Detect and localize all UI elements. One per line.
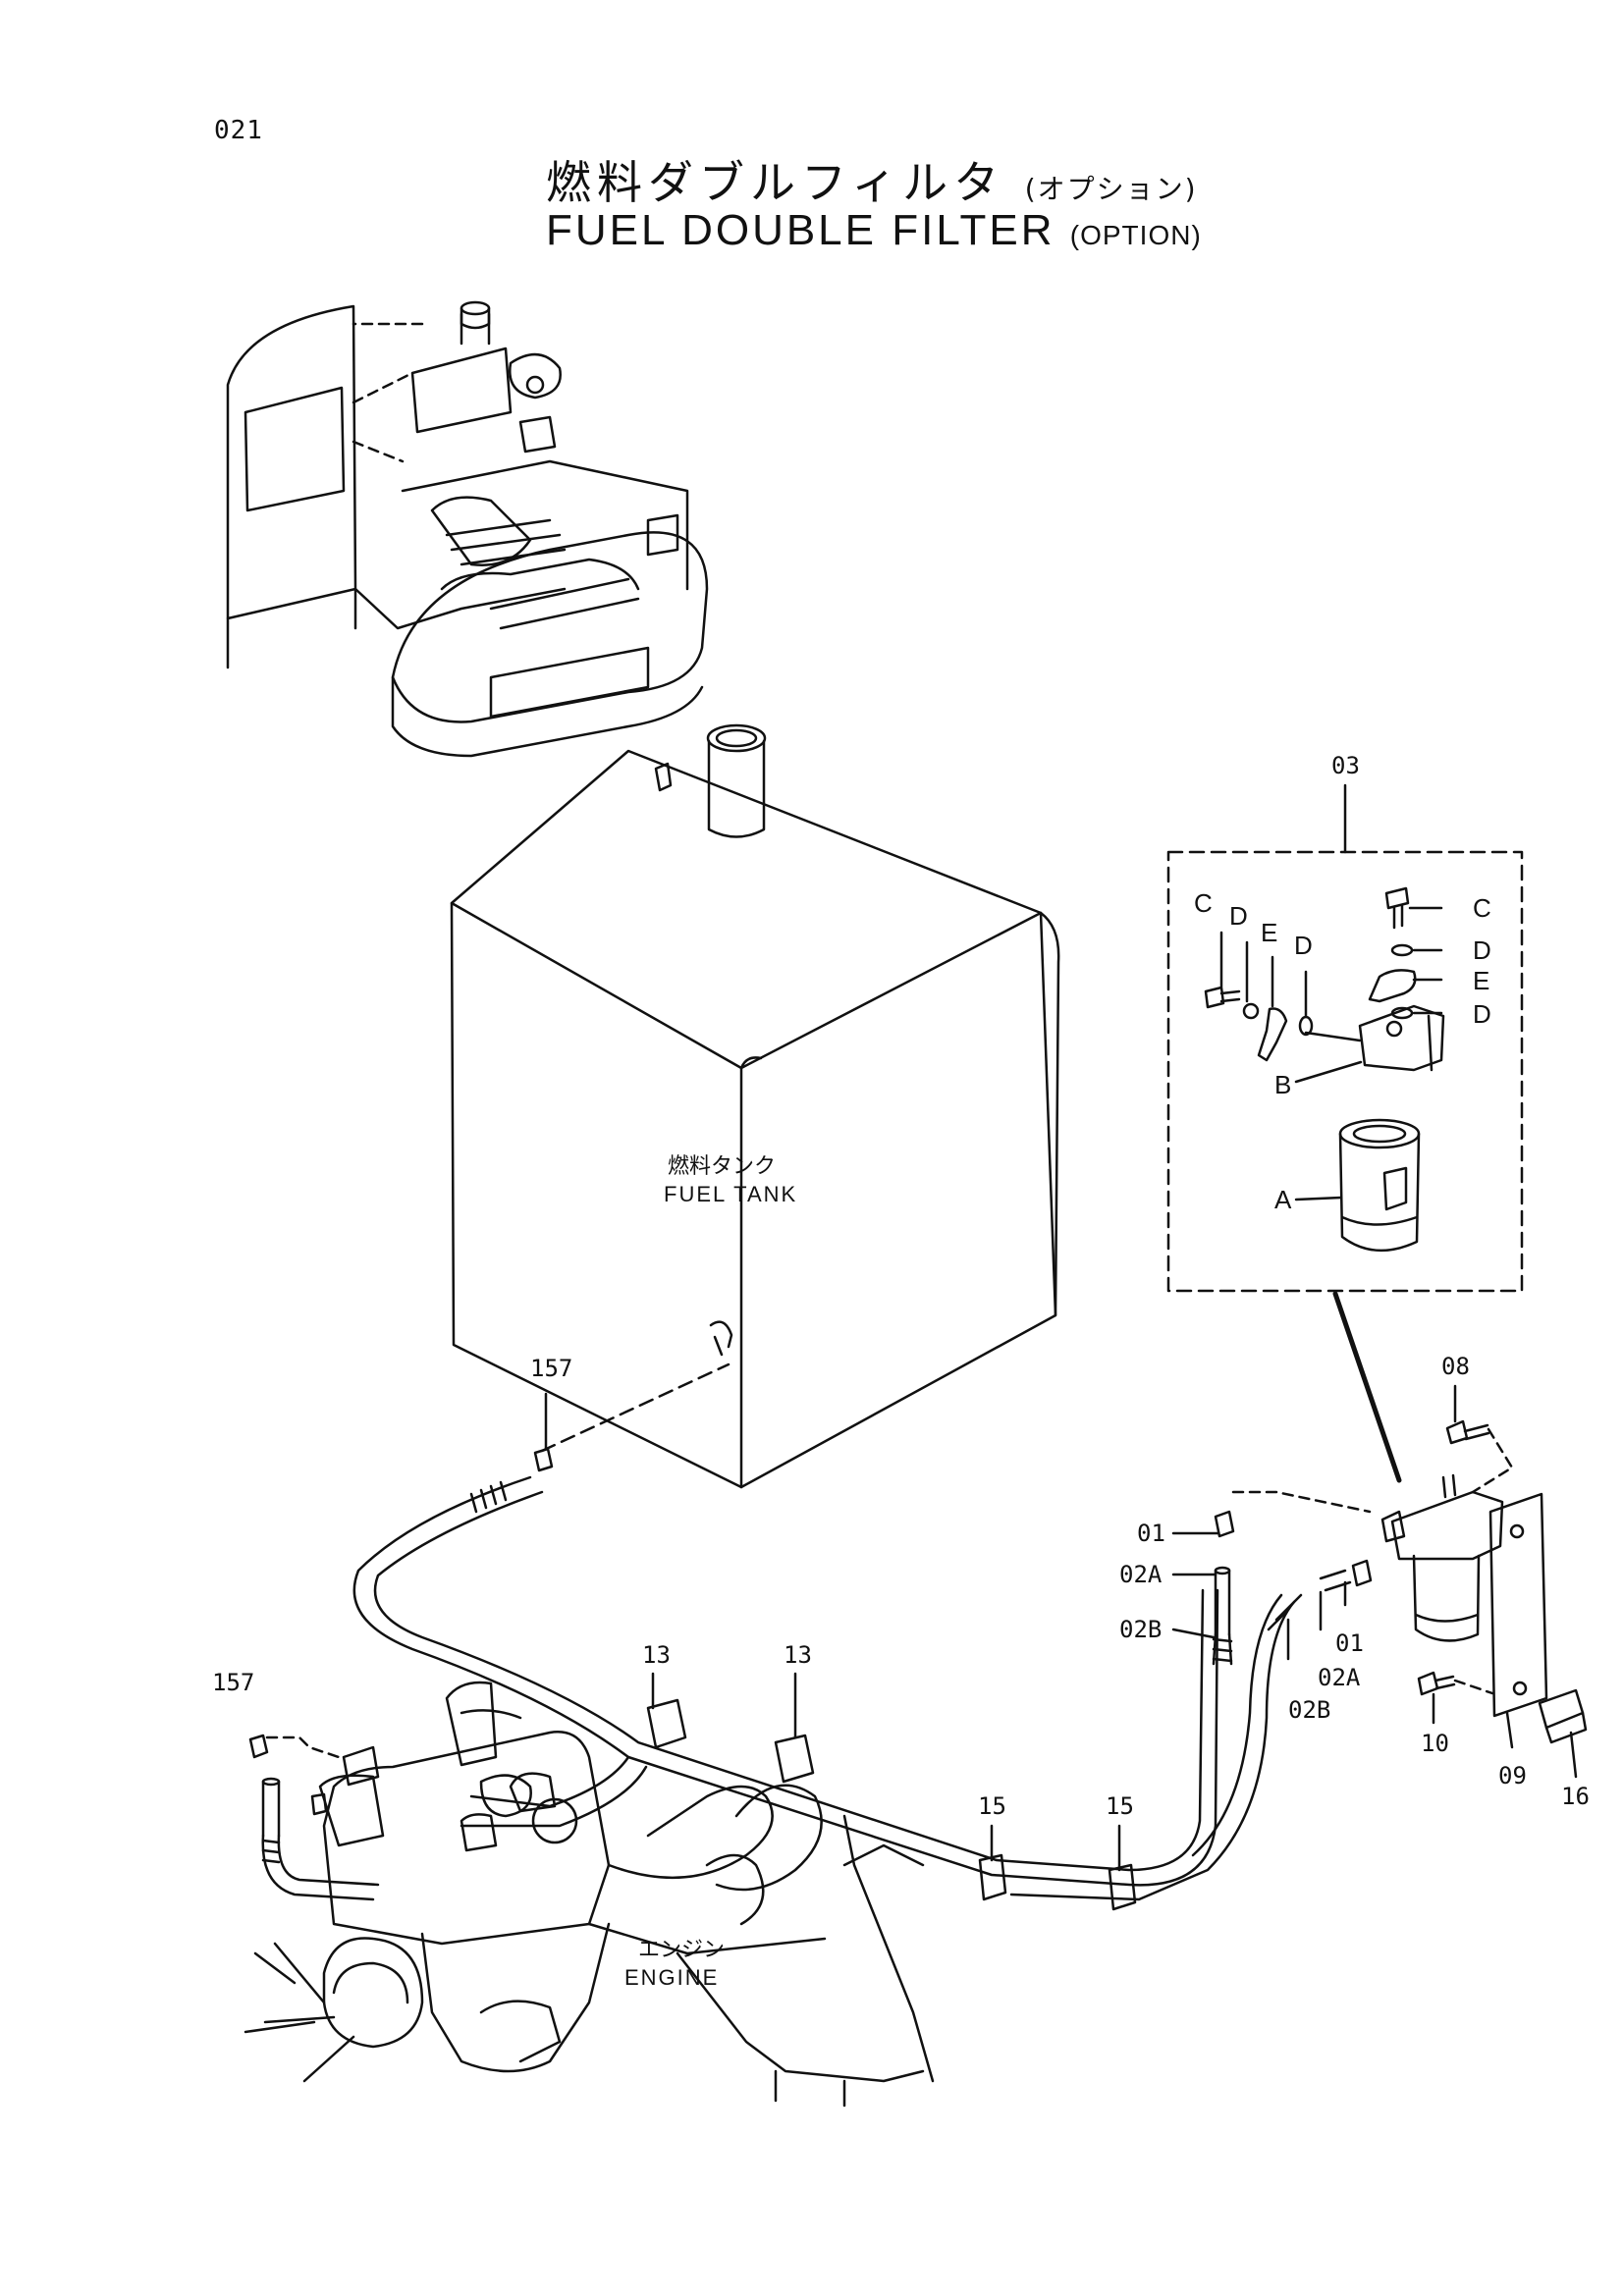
engine-label-jp: エンジン — [638, 1938, 726, 1962]
option-kit-box — [1166, 783, 1524, 1293]
title-jp-suffix: (オプション) — [1024, 173, 1198, 205]
callout-02b-left: 02B — [1119, 1616, 1163, 1643]
callout-kit-e-right: E — [1473, 966, 1490, 995]
callout-16: 16 — [1561, 1783, 1590, 1810]
title-en-main: FUEL DOUBLE FILTER — [546, 206, 1055, 254]
callout-13-b: 13 — [784, 1641, 812, 1669]
callout-kit-c-left: C — [1194, 888, 1213, 918]
callout-kit-c-right: C — [1473, 893, 1491, 923]
callout-15-a: 15 — [978, 1792, 1006, 1820]
callout-kit-a: A — [1274, 1185, 1292, 1214]
callout-01-right: 01 — [1335, 1629, 1364, 1657]
callout-08: 08 — [1441, 1353, 1470, 1380]
callout-leaders — [544, 1384, 1578, 1872]
callout-01-left: 01 — [1137, 1520, 1165, 1547]
fuel-tank-illustration — [450, 723, 1060, 1489]
callout-157-left: 157 — [212, 1669, 255, 1696]
callout-02b-right: 02B — [1288, 1696, 1331, 1724]
callout-15-b: 15 — [1106, 1792, 1134, 1820]
fuel-tank-label-en: FUEL TANK — [664, 1182, 798, 1206]
title-en-suffix: (OPTION) — [1069, 220, 1202, 250]
callout-kit-e-left: E — [1261, 918, 1278, 947]
callout-10: 10 — [1421, 1730, 1449, 1757]
clip-157-top — [533, 1447, 554, 1472]
title-jp-main: 燃料ダブルフィルタ — [546, 156, 1005, 209]
machine-overview-illustration — [226, 300, 709, 758]
page-number: 021 — [214, 116, 263, 145]
engine-illustration — [243, 1681, 935, 2108]
fuel-tank-label-jp: 燃料タンク — [668, 1154, 777, 1179]
title-english: FUEL DOUBLE FILTER (OPTION) — [546, 206, 1202, 255]
callout-02a-left: 02A — [1119, 1561, 1163, 1588]
callout-13-a: 13 — [642, 1641, 671, 1669]
callout-kit-b: B — [1274, 1070, 1292, 1099]
filter-assembly-illustration — [1380, 1419, 1588, 1744]
callout-kit-d-mid: D — [1294, 931, 1313, 960]
engine-label-en: ENGINE — [624, 1965, 720, 1990]
title-japanese: 燃料ダブルフィルタ (オプション) — [546, 147, 1198, 212]
callout-02a-right: 02A — [1318, 1664, 1361, 1691]
kit-pointer-line — [1332, 1291, 1402, 1483]
callout-kit-d-left: D — [1229, 901, 1248, 931]
fuel-lines-illustration — [352, 1475, 1373, 1911]
callout-157-top: 157 — [530, 1355, 573, 1382]
callout-09: 09 — [1498, 1762, 1527, 1789]
callout-kit-d-right-1: D — [1473, 935, 1491, 965]
callout-kit-d-right-2: D — [1473, 999, 1491, 1029]
callout-03: 03 — [1331, 752, 1360, 779]
